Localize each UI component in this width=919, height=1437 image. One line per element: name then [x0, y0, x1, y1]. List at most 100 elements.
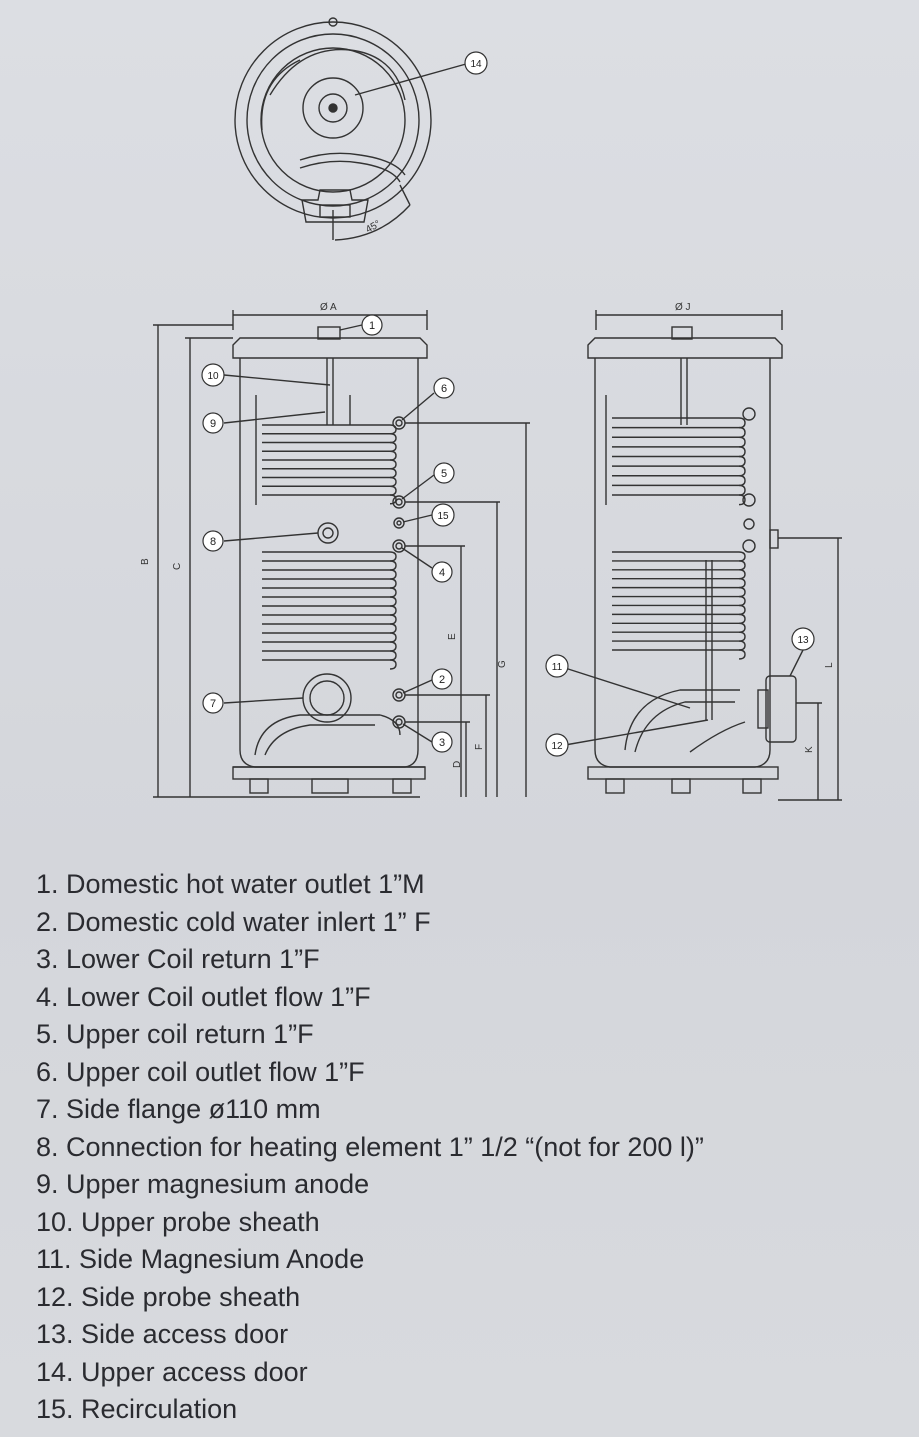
side-lower-coil: [612, 551, 746, 660]
dim-a-label: Ø A: [320, 302, 337, 313]
coil-turn: [612, 465, 746, 477]
svg-text:15: 15: [437, 511, 449, 522]
legend-item: 1. Domestic hot water outlet 1”M: [36, 869, 425, 899]
svg-text:11: 11: [552, 662, 563, 673]
dim-d-label: D: [452, 761, 463, 768]
coil-turn: [262, 578, 397, 589]
coil-turn: [612, 631, 746, 642]
coil-turn: [612, 560, 746, 571]
legend-item: 8. Connection for heating element 1” 1/2…: [36, 1131, 704, 1162]
callout-12: 12: [545, 733, 569, 757]
coil-turn: [262, 623, 397, 634]
dim-c-label: C: [172, 563, 183, 570]
component-legend: 1. Domestic hot water outlet 1”M 2. Dome…: [36, 866, 704, 1429]
svg-text:8: 8: [210, 536, 216, 548]
coil-turn: [612, 595, 746, 607]
coil-turn: [612, 622, 746, 633]
svg-text:1: 1: [369, 320, 375, 332]
coil-turn: [262, 459, 397, 470]
coil-turn: [262, 650, 397, 661]
coil-turn: [262, 641, 397, 652]
coil-turn: [262, 632, 397, 643]
legend-item: 10. Upper probe sheath: [36, 1206, 320, 1237]
dim-e-label: E: [447, 633, 458, 640]
callout-bubbles: 1 2 3 4 5 6 7 8 9 10 11 12 13 14 15: [201, 51, 815, 757]
callout-14: 14: [464, 51, 488, 75]
callout-6: 6: [433, 377, 455, 399]
coil-turn: [262, 614, 397, 625]
coil-turn: [262, 450, 397, 461]
callout-10: 10: [201, 363, 225, 387]
lower-coil: [262, 551, 397, 670]
callout-11: 11: [545, 654, 569, 678]
dim-l-label: L: [824, 662, 835, 668]
coil-turn: [612, 578, 746, 589]
coil-turn: [262, 468, 397, 479]
legend-item: 7. Side flange ø110 mm: [36, 1094, 321, 1124]
coil-turn: [262, 441, 397, 452]
svg-text:9: 9: [210, 418, 216, 430]
callout-8: 8: [202, 530, 224, 552]
svg-text:7: 7: [210, 698, 216, 710]
legend-item: 14. Upper access door: [36, 1356, 308, 1387]
coil-turn: [612, 604, 746, 616]
coil-turn: [262, 569, 397, 580]
coil-turn: [262, 551, 397, 562]
callout-2: 2: [431, 668, 453, 690]
dim-f-label: F: [474, 744, 485, 750]
tank-drawing: 45° Ø A: [140, 17, 842, 801]
coil-turn: [262, 587, 397, 598]
legend-item: 11. Side Magnesium Anode: [36, 1244, 365, 1274]
coil-turn: [612, 640, 746, 651]
svg-text:2: 2: [439, 674, 445, 686]
legend-item: 6. Upper coil outlet flow 1”F: [36, 1056, 365, 1087]
callout-15: 15: [431, 503, 455, 527]
coil-turn: [612, 494, 746, 506]
coil-turn: [612, 586, 746, 598]
callout-4: 4: [431, 561, 453, 583]
coil-turn: [612, 649, 746, 660]
coil-turn: [612, 446, 746, 458]
coil-turn: [262, 605, 397, 616]
coil-turn: [612, 475, 746, 487]
callout-1: 1: [361, 314, 383, 336]
coil-turn: [262, 659, 397, 670]
coil-turn: [262, 560, 397, 571]
coil-turn: [612, 551, 746, 562]
front-view: Ø A B: [140, 302, 530, 798]
svg-text:13: 13: [797, 635, 809, 646]
svg-text:5: 5: [441, 468, 447, 480]
coil-turn: [612, 436, 746, 448]
dim-j-label: Ø J: [675, 302, 691, 313]
dim-k-label: K: [804, 746, 815, 753]
svg-text:12: 12: [551, 741, 563, 752]
angle-label: 45°: [364, 219, 383, 236]
side-view: Ø J L K: [564, 302, 842, 801]
dim-g-label: G: [497, 660, 508, 668]
coil-turn: [262, 596, 397, 607]
svg-text:3: 3: [439, 737, 445, 749]
coil-turn: [612, 426, 746, 438]
coil-turn: [262, 433, 397, 444]
coil-turn: [612, 455, 746, 467]
coil-turn: [612, 569, 746, 580]
legend-item: 3. Lower Coil return 1”F: [36, 944, 320, 974]
callout-13: 13: [791, 627, 815, 651]
coil-turn: [612, 484, 746, 496]
callout-9: 9: [202, 412, 224, 434]
callout-7: 7: [202, 692, 224, 714]
legend-item: 12. Side probe sheath: [36, 1281, 301, 1312]
svg-text:6: 6: [441, 383, 447, 395]
coil-turn: [262, 485, 397, 496]
coil-turn: [262, 494, 397, 505]
svg-text:10: 10: [207, 371, 219, 382]
coil-turn: [262, 476, 397, 487]
side-upper-coil: [612, 417, 746, 506]
coil-turn: [612, 613, 746, 624]
legend-item: 4. Lower Coil outlet flow 1”F: [36, 981, 371, 1012]
legend-item: 13. Side access door: [36, 1319, 289, 1349]
top-view: 45°: [234, 17, 467, 241]
coil-turn: [262, 424, 397, 435]
dim-b-label: B: [140, 558, 151, 565]
